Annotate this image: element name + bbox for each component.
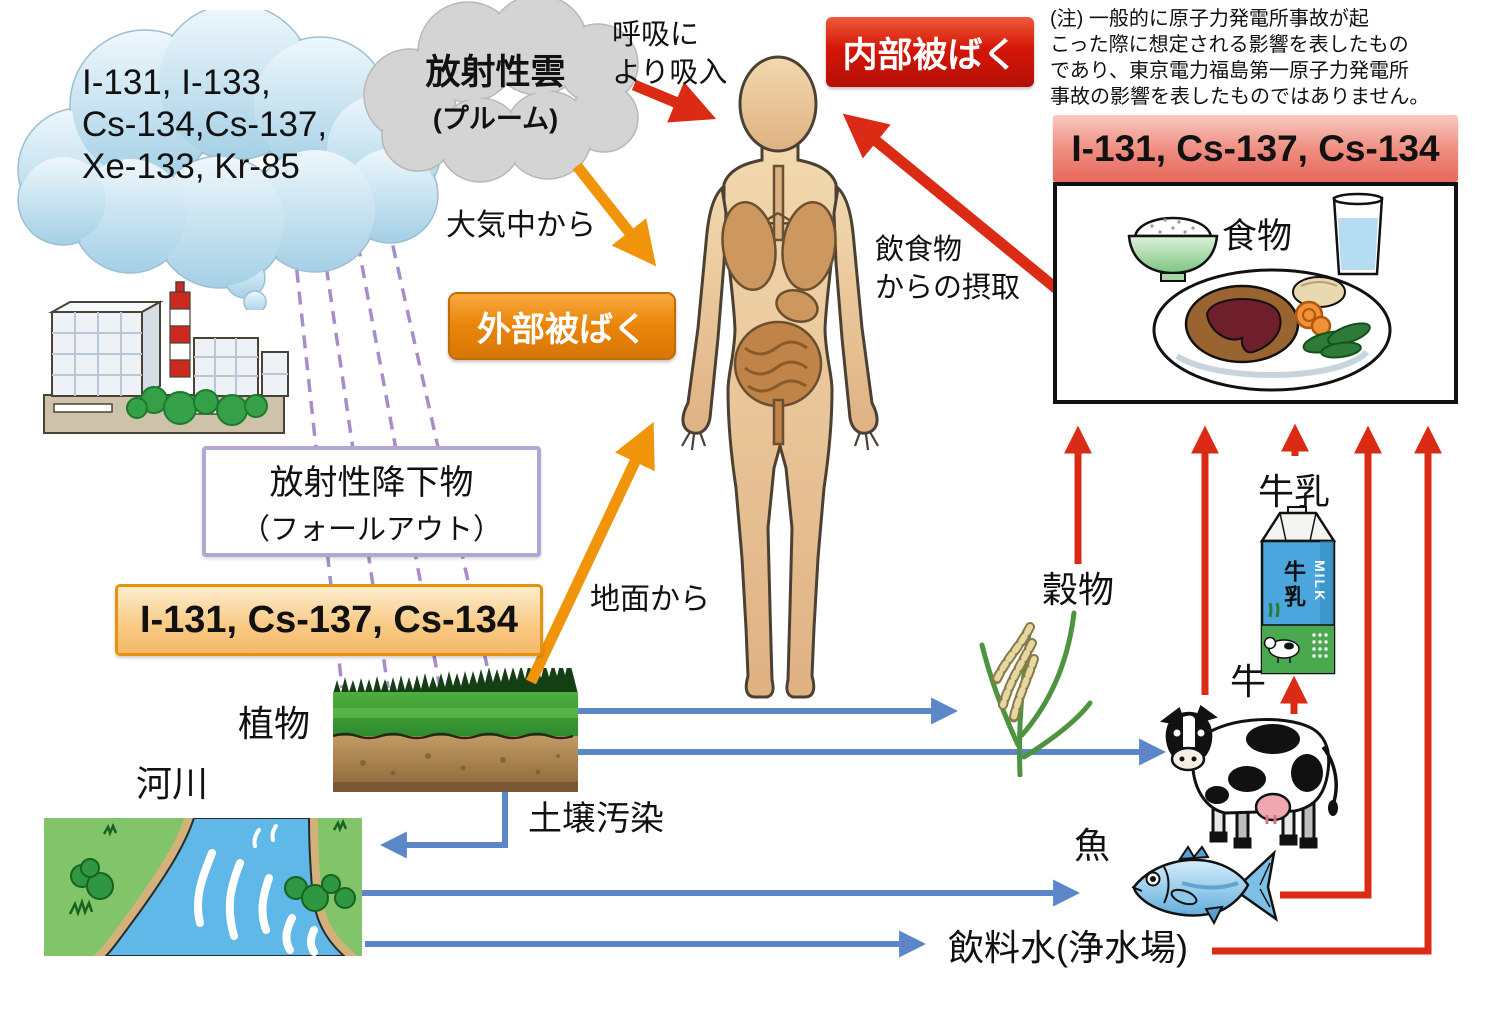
fallout-box: 放射性降下物 （フォールアウト） bbox=[202, 446, 541, 557]
arrow-ingestion bbox=[842, 113, 1062, 295]
arrow-from-ground bbox=[526, 422, 655, 685]
from-atmosphere-label: 大気中から bbox=[446, 209, 596, 242]
arrow-inhalation bbox=[631, 79, 717, 123]
plume-cloud-illustration bbox=[363, 0, 639, 183]
meal-illustration bbox=[1127, 192, 1392, 392]
cow-label: 牛 bbox=[1230, 661, 1267, 702]
grain-label: 穀物 bbox=[1042, 569, 1115, 610]
internal-exposure-badge: 内部被ばく bbox=[826, 17, 1034, 87]
soil-contamination-label: 土壌汚染 bbox=[528, 800, 664, 838]
food-intake-label: 飲食物 からの摂取 bbox=[875, 234, 1021, 305]
milk-carton-en-text: MILK bbox=[1312, 560, 1328, 603]
fallout-title: 放射性降下物 bbox=[269, 464, 474, 502]
plume-title: 放射性雲 bbox=[425, 53, 566, 92]
plants-label: 植物 bbox=[238, 703, 311, 744]
drinking-water-label: 飲料水(浄水場) bbox=[948, 927, 1188, 968]
arrow-soil-to-river bbox=[379, 790, 508, 859]
fallout-dashed-line bbox=[318, 223, 390, 689]
food-box bbox=[1053, 182, 1458, 404]
fish-label: 魚 bbox=[1074, 825, 1111, 866]
food-nuclides-badge: I-131, Cs-137, Cs-134 bbox=[1053, 115, 1458, 182]
human-body-illustration bbox=[681, 55, 879, 699]
fallout-dashed-line bbox=[352, 221, 442, 689]
plume-cloud-label: 放射性雲 (プルーム) bbox=[368, 44, 623, 136]
milk-carton-illustration bbox=[1259, 506, 1337, 675]
fish-illustration bbox=[1131, 845, 1279, 926]
river-illustration bbox=[44, 818, 362, 956]
food-label: 食物 bbox=[1222, 217, 1293, 256]
cloud-nuclide-list: I-131, I-133, Cs-134,Cs-137, Xe-133, Kr-… bbox=[82, 63, 328, 186]
nuclide-cloud-illustration bbox=[17, 10, 442, 310]
arrow-water-to-food bbox=[1212, 425, 1442, 955]
plants-grass-illustration bbox=[333, 668, 578, 792]
arrow-from-atmosphere bbox=[572, 162, 657, 267]
fallout-nuclides-badge: I-131, Cs-137, Cs-134 bbox=[115, 584, 543, 656]
fallout-subtitle: （フォールアウト） bbox=[240, 514, 502, 546]
from-ground-label: 地面から bbox=[590, 583, 710, 616]
grain-plant-illustration bbox=[979, 610, 1093, 777]
inhalation-label: 呼吸に より吸入 bbox=[612, 19, 728, 90]
cow-illustration bbox=[1159, 705, 1338, 849]
external-exposure-badge: 外部被ばく bbox=[448, 292, 676, 360]
milk-carton-jp-text: 牛乳 bbox=[1281, 560, 1306, 610]
milk-label: 牛乳 bbox=[1258, 471, 1331, 512]
plume-subtitle: (プルーム) bbox=[432, 104, 559, 134]
disclaimer-note: (注) 一般的に原子力発電所事故が起 こった際に想定される影響を表したもの であ… bbox=[1050, 8, 1430, 108]
nuclear-plant-illustration bbox=[43, 281, 289, 434]
arrow-fish-to-food bbox=[1280, 425, 1382, 899]
river-label: 河川 bbox=[136, 763, 209, 804]
